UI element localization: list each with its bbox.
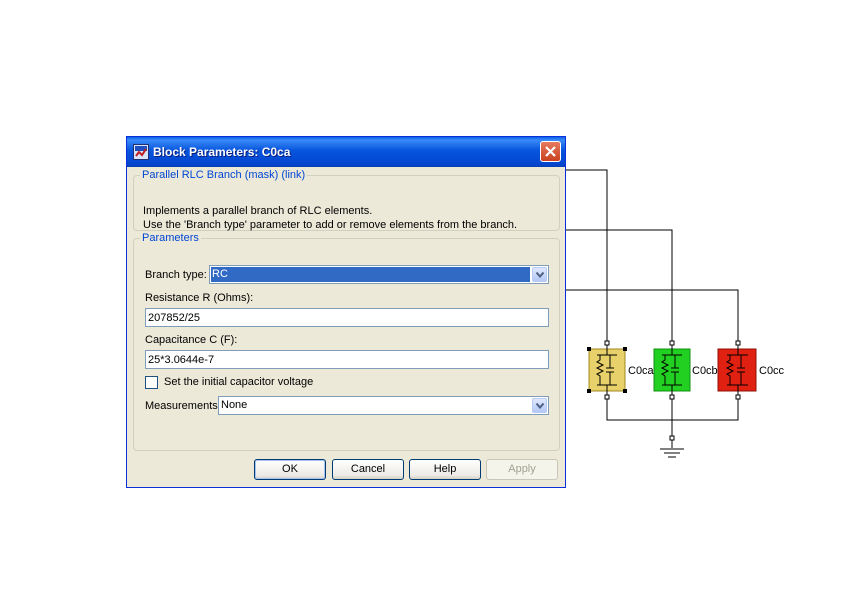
ground-icon[interactable] xyxy=(660,448,684,458)
resistance-input[interactable] xyxy=(145,308,549,327)
capacitance-input[interactable] xyxy=(145,350,549,369)
resistance-label: Resistance R (Ohms): xyxy=(145,292,254,304)
block-label-c0cc[interactable]: C0cc xyxy=(759,365,785,377)
measurements-label: Measurements xyxy=(145,400,218,412)
port-markers xyxy=(604,340,741,441)
cancel-button[interactable]: Cancel xyxy=(332,459,404,480)
block-c0cb[interactable] xyxy=(653,343,691,397)
measurements-value: None xyxy=(221,399,248,411)
block-c0cc[interactable] xyxy=(717,343,757,397)
ok-button[interactable]: OK xyxy=(254,459,326,480)
branch-type-value: RC xyxy=(212,268,228,280)
close-icon xyxy=(545,146,556,157)
block-label-c0ca[interactable]: C0ca xyxy=(628,365,654,377)
branch-type-select[interactable]: RC xyxy=(209,265,549,284)
description-group: Parallel RLC Branch (mask) (link) Implem… xyxy=(133,169,560,231)
chevron-down-icon xyxy=(536,272,544,278)
branch-type-label: Branch type: xyxy=(145,269,207,281)
branch-type-dropdown-button[interactable] xyxy=(532,267,547,282)
parameters-legend: Parameters xyxy=(142,232,199,244)
apply-button[interactable]: Apply xyxy=(486,459,558,480)
close-button[interactable] xyxy=(540,141,561,162)
signal-lines xyxy=(566,169,739,448)
simulink-app-icon xyxy=(133,144,149,160)
block-c0ca[interactable] xyxy=(587,343,627,397)
description-line-2: Use the 'Branch type' parameter to add o… xyxy=(143,219,518,231)
initial-voltage-checkbox[interactable] xyxy=(145,376,158,389)
title-bar[interactable]: Block Parameters: C0ca xyxy=(127,137,565,167)
block-label-c0cb[interactable]: C0cb xyxy=(692,365,718,377)
description-legend: Parallel RLC Branch (mask) (link) xyxy=(142,169,306,181)
initial-voltage-label: Set the initial capacitor voltage xyxy=(164,376,314,388)
capacitance-label: Capacitance C (F): xyxy=(145,334,238,346)
description-line-1: Implements a parallel branch of RLC elem… xyxy=(143,205,373,217)
block-parameters-dialog: Block Parameters: C0ca Parallel RLC Bran… xyxy=(126,136,566,488)
selection-highlight xyxy=(211,267,530,282)
measurements-dropdown-button[interactable] xyxy=(532,398,547,413)
help-button[interactable]: Help xyxy=(409,459,481,480)
measurements-select[interactable]: None xyxy=(218,396,549,415)
parameters-group: Parameters Branch type: RC Resistance R … xyxy=(133,232,560,451)
window-title: Block Parameters: C0ca xyxy=(153,145,291,159)
chevron-down-icon xyxy=(536,403,544,409)
